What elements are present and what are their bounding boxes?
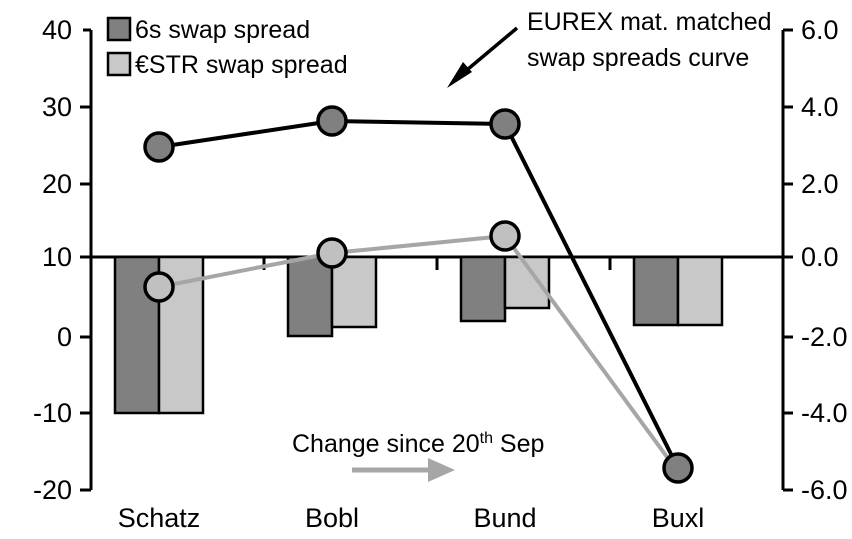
series-line-eurex — [158, 118, 680, 469]
left-axis: 40 30 20 10 0 -10 -20 — [33, 15, 93, 505]
right-tick-label-0: 0.0 — [801, 242, 839, 272]
left-tick-label-10: 10 — [42, 242, 72, 272]
marker-change-bund — [489, 220, 521, 252]
bar-estr-bund — [503, 255, 551, 310]
marker-eurex-buxl — [662, 452, 694, 484]
left-tick-label-0: 0 — [57, 322, 72, 352]
right-tick-label-4: 4.0 — [801, 92, 839, 122]
category-label-bobl: Bobl — [305, 503, 359, 533]
marker-change-schatz — [143, 271, 175, 303]
right-tick-label-6: 6.0 — [801, 15, 839, 45]
series-line-change-since — [158, 233, 680, 474]
eurex-annotation-line2: swap spreads curve — [527, 44, 749, 72]
bar-group-bobl — [286, 255, 378, 338]
right-tick-label-neg6: -6.0 — [801, 475, 848, 505]
legend-label-6s: 6s swap spread — [135, 16, 310, 44]
change-annotation-text: Change since 20th Sep — [292, 430, 544, 458]
bar-6s-bund — [459, 255, 507, 323]
right-tick-label-neg4: -4.0 — [801, 398, 848, 428]
category-label-schatz: Schatz — [118, 503, 201, 533]
bar-6s-buxl — [632, 255, 680, 327]
left-tick-label-20: 20 — [42, 169, 72, 199]
left-tick-label-30: 30 — [42, 92, 72, 122]
legend-swatch-6s — [106, 16, 132, 42]
right-tick-label-neg2: -2.0 — [801, 322, 848, 352]
bar-6s-bobl — [286, 255, 334, 338]
right-axis: 6.0 4.0 2.0 0.0 -2.0 -4.0 -6.0 — [781, 15, 848, 505]
category-labels: Schatz Bobl Bund Buxl — [118, 503, 705, 533]
annotation-change-since: Change since 20th Sep — [292, 430, 544, 482]
left-tick-label-neg10: -10 — [33, 398, 72, 428]
marker-eurex-bund — [489, 108, 521, 140]
category-label-bund: Bund — [473, 503, 536, 533]
legend-swatch-estr — [106, 51, 132, 77]
series-markers-change-since — [143, 220, 521, 303]
marker-eurex-bobl — [316, 105, 348, 137]
chart-legend: 6s swap spread €STR swap spread — [106, 16, 348, 79]
annotation-eurex-curve: EUREX mat. matched swap spreads curve — [447, 8, 772, 88]
left-tick-label-neg20: -20 — [33, 475, 72, 505]
change-annotation-prefix: Change since 20 — [292, 430, 480, 458]
marker-change-bobl — [316, 237, 348, 269]
eurex-annotation-line1: EUREX mat. matched — [527, 8, 772, 36]
bar-group-bund — [459, 255, 551, 323]
change-arrow-head — [428, 458, 455, 482]
legend-label-estr: €STR swap spread — [135, 51, 348, 79]
bar-group-buxl — [632, 255, 724, 327]
change-annotation-superscript: th — [480, 430, 493, 447]
left-tick-label-40: 40 — [42, 15, 72, 45]
series-markers-eurex — [143, 105, 694, 484]
change-annotation-suffix: Sep — [493, 430, 544, 458]
bar-estr-bobl — [330, 255, 378, 329]
eurex-arrow-head — [447, 62, 472, 88]
bar-estr-buxl — [676, 255, 724, 327]
marker-eurex-schatz — [143, 131, 175, 163]
category-label-buxl: Buxl — [652, 503, 705, 533]
right-tick-label-2: 2.0 — [801, 169, 839, 199]
